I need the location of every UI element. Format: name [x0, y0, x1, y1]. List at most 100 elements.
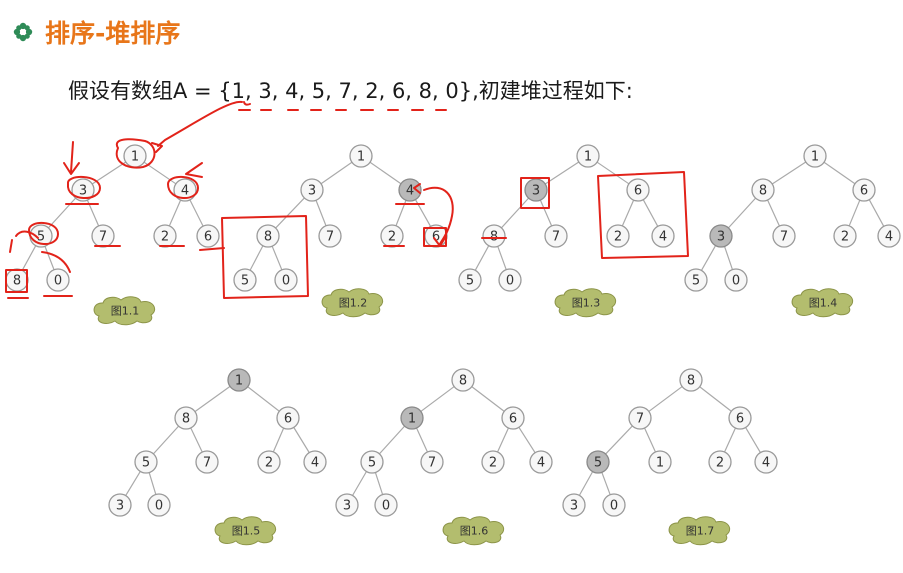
- tree-edge: [189, 199, 204, 227]
- node-circle: [274, 268, 298, 292]
- node-circle: [398, 178, 422, 202]
- node-value: 0: [282, 274, 290, 289]
- tree-node: 1: [648, 450, 672, 474]
- tree-edge: [249, 245, 264, 271]
- tree-edge: [272, 427, 285, 453]
- tree-node: 0: [274, 268, 298, 292]
- tree-edge: [518, 426, 536, 454]
- node-circle: [134, 450, 158, 474]
- node-circle: [724, 268, 748, 292]
- node-circle: [233, 268, 257, 292]
- tree-node: 2: [708, 450, 732, 474]
- node-value: 2: [614, 230, 622, 245]
- tree-node: 0: [602, 493, 626, 517]
- tree-edge: [596, 161, 630, 185]
- node-value: 3: [308, 184, 316, 199]
- node-value: 7: [636, 412, 644, 427]
- tree-node: 2: [380, 224, 404, 248]
- tree-edge: [471, 386, 505, 412]
- figure-label-badge: 图1.4: [791, 288, 854, 318]
- node-value: 1: [656, 456, 664, 471]
- tree-node: 1: [123, 144, 147, 168]
- tree-node: 8: [482, 224, 506, 248]
- tree-node: 6: [728, 406, 752, 430]
- tree-edge: [247, 386, 280, 412]
- tree-edge: [125, 471, 141, 496]
- tree-edge: [699, 386, 732, 412]
- node-value: 1: [357, 150, 365, 165]
- node-value: 2: [841, 230, 849, 245]
- tree-node: 3: [71, 178, 95, 202]
- tree-edge: [47, 197, 77, 229]
- tree-node: 2: [257, 450, 281, 474]
- tree-node: 7: [318, 224, 342, 248]
- tree-edge: [642, 199, 659, 227]
- figure-label: 图1.4: [809, 297, 838, 310]
- node-circle: [709, 224, 733, 248]
- tree-node: 4: [173, 178, 197, 202]
- node-circle: [628, 406, 652, 430]
- tree-edge: [724, 427, 736, 453]
- tree-edge: [148, 472, 157, 495]
- node-circle: [754, 450, 778, 474]
- node-circle: [544, 224, 568, 248]
- tree-edge: [868, 199, 885, 227]
- node-circle: [833, 224, 857, 248]
- node-circle: [227, 368, 251, 392]
- tree-edge: [497, 427, 509, 453]
- node-value: 4: [885, 230, 893, 245]
- node-value: 3: [717, 230, 725, 245]
- handwritten-annotations: [5, 100, 689, 299]
- cloud-shape: [791, 288, 854, 318]
- node-value: 5: [142, 456, 150, 471]
- tree-node: 5: [684, 268, 708, 292]
- node-circle: [71, 178, 95, 202]
- node-circle: [498, 268, 522, 292]
- tree-node: 0: [724, 268, 748, 292]
- node-value: 0: [732, 274, 740, 289]
- node-circle: [335, 493, 359, 517]
- node-value: 4: [762, 456, 770, 471]
- tree-node: 2: [481, 450, 505, 474]
- node-circle: [300, 178, 324, 202]
- cloud-shape: [214, 516, 277, 546]
- node-value: 6: [736, 412, 744, 427]
- node-value: 6: [509, 412, 517, 427]
- tree-node: 8: [679, 368, 703, 392]
- node-circle: [318, 224, 342, 248]
- figure-label-badge: 图1.2: [321, 288, 384, 318]
- tree-node: 5: [134, 450, 158, 474]
- node-value: 3: [79, 184, 87, 199]
- node-value: 1: [408, 412, 416, 427]
- tree-edge: [369, 161, 402, 185]
- node-circle: [349, 144, 373, 168]
- node-circle: [257, 450, 281, 474]
- node-value: 6: [634, 184, 642, 199]
- node-value: 0: [155, 499, 163, 514]
- node-value: 8: [182, 412, 190, 427]
- node-circle: [400, 406, 424, 430]
- tree-node-highlighted: 3: [524, 178, 548, 202]
- node-value: 0: [382, 499, 390, 514]
- tree-node-highlighted: 1: [227, 368, 251, 392]
- node-value: 1: [584, 150, 592, 165]
- tree-edge: [539, 199, 553, 227]
- tree-edge: [275, 197, 305, 229]
- node-value: 5: [241, 274, 249, 289]
- tree-edge: [168, 199, 182, 227]
- node-circle: [852, 178, 876, 202]
- tree-edge: [315, 200, 327, 226]
- node-circle: [374, 493, 398, 517]
- node-value: 7: [99, 230, 107, 245]
- node-circle: [482, 224, 506, 248]
- tree-edge: [378, 425, 406, 455]
- tree-edge: [544, 161, 580, 185]
- node-value: 2: [388, 230, 396, 245]
- node-circle: [360, 450, 384, 474]
- tree-node-highlighted: 4: [398, 178, 422, 202]
- figure-label: 图1.1: [111, 305, 140, 318]
- node-value: 4: [181, 184, 189, 199]
